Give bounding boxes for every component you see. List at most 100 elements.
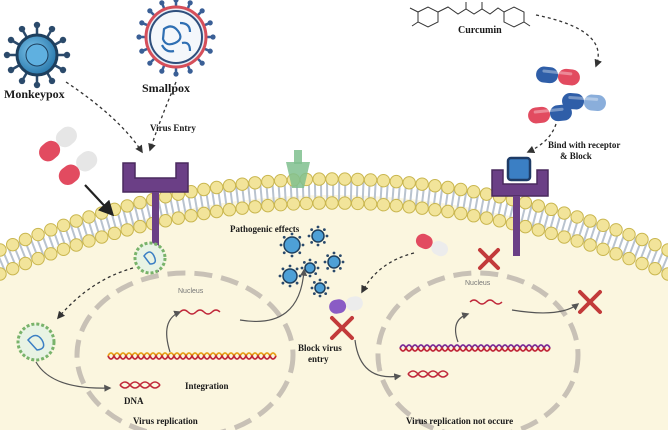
lipid-head (402, 200, 416, 214)
lipid-head (544, 226, 558, 241)
lipid-head (286, 197, 301, 211)
arrow-monkeypox-entry (65, 81, 143, 154)
lipid-head (570, 234, 584, 248)
lipid-head (209, 180, 224, 195)
blocked-receptor-icon (491, 156, 549, 256)
lipid-head (609, 247, 623, 261)
lipid-head (82, 210, 96, 224)
lipid-head (531, 199, 545, 213)
lipid-head (44, 247, 58, 261)
dna-icon (399, 344, 551, 352)
label-integration: Integration (185, 381, 229, 391)
lipid-head (235, 201, 249, 215)
membrane-channel (286, 162, 310, 188)
lipid-head (648, 261, 662, 276)
arrow-virus-inward (56, 267, 134, 320)
label-curcumin: Curcumin (458, 25, 502, 36)
lipid-head (312, 172, 326, 186)
lipid-head (635, 256, 649, 271)
lipid-head (107, 226, 122, 241)
arrow-block-dna (354, 339, 402, 381)
lipid-head (544, 202, 558, 217)
lipid-head (338, 196, 352, 210)
lipid-head (44, 223, 58, 237)
lipid-head (596, 218, 610, 233)
lipid-head (222, 179, 237, 193)
lipid-head (171, 211, 185, 225)
label-dna: DNA (124, 396, 144, 406)
rna-icon (469, 299, 503, 305)
label-block-entry: entry (308, 354, 329, 364)
lipid-head (415, 201, 429, 215)
lipid-head (273, 197, 288, 212)
lipid-head (18, 232, 33, 247)
lipid-head (518, 219, 533, 234)
arrow-virus-dna (35, 361, 112, 392)
lipid-head (479, 187, 494, 201)
lipid-head (261, 198, 275, 213)
label-virus-entry: Virus Entry (150, 123, 196, 133)
lipid-head (531, 223, 545, 237)
label-bind-block: & Block (560, 151, 592, 161)
lipid-head (56, 218, 71, 233)
lipid-head (5, 261, 20, 276)
lipid-head (609, 223, 623, 237)
nucleus-left (74, 270, 296, 430)
virus-particle (278, 264, 302, 288)
lipid-head (31, 251, 45, 266)
lipid-head (209, 204, 224, 219)
lipid-head (428, 179, 442, 193)
lipid-head (158, 214, 173, 228)
arrow-right-up (455, 312, 470, 343)
arrow-smallpox-entry (148, 81, 177, 152)
lipid-head (415, 177, 429, 191)
label-virus-replication-not: Virus replication not occure (406, 416, 513, 426)
lipid-head (363, 197, 378, 211)
lipid-head (557, 206, 571, 220)
lipid-head (479, 211, 494, 225)
lipid-head (454, 182, 468, 197)
lipid-head (557, 230, 571, 244)
rna-icon (179, 309, 221, 315)
lipid-head (518, 195, 533, 210)
lipid-head (69, 214, 83, 228)
arrow-rna-out-blocked (511, 303, 580, 314)
lipid-head (56, 242, 71, 257)
arrow-curcumin (535, 14, 602, 68)
lipid-head (648, 237, 662, 252)
dna-icon (107, 352, 277, 360)
lipid-head (389, 198, 404, 213)
lipid-head (492, 214, 507, 228)
membrane-channel-top (294, 150, 302, 164)
lipid-head (0, 243, 7, 257)
lipid-head (325, 196, 339, 210)
lipid-head (0, 267, 7, 281)
capsule-icon (415, 233, 449, 257)
label-smallpox: Smallpox (142, 81, 190, 95)
lipid-head (428, 203, 442, 217)
lipid-head (570, 210, 584, 224)
curcumin-structure-icon (409, 2, 531, 28)
lipid-head (31, 227, 45, 242)
smallpox-virus-icon (136, 0, 216, 77)
virus-particle (310, 278, 330, 298)
lipid-head (441, 180, 455, 195)
capsule-icon (329, 296, 363, 314)
dna-icon (119, 381, 161, 389)
lipid-head (466, 185, 481, 199)
lipid-head (363, 173, 378, 187)
label-virus-replication: Virus replication (133, 416, 198, 426)
lipid-head (69, 238, 83, 252)
nucleus-right (375, 270, 581, 430)
lipid-head (133, 195, 147, 210)
lipid-head (107, 202, 122, 217)
virus-particle (323, 251, 345, 273)
lipid-head (18, 256, 33, 271)
arrow-rna-out (239, 268, 308, 322)
lipid-head (120, 223, 134, 237)
capsule-icon (39, 126, 98, 186)
lipid-head (82, 234, 96, 248)
lipid-head (222, 203, 237, 217)
